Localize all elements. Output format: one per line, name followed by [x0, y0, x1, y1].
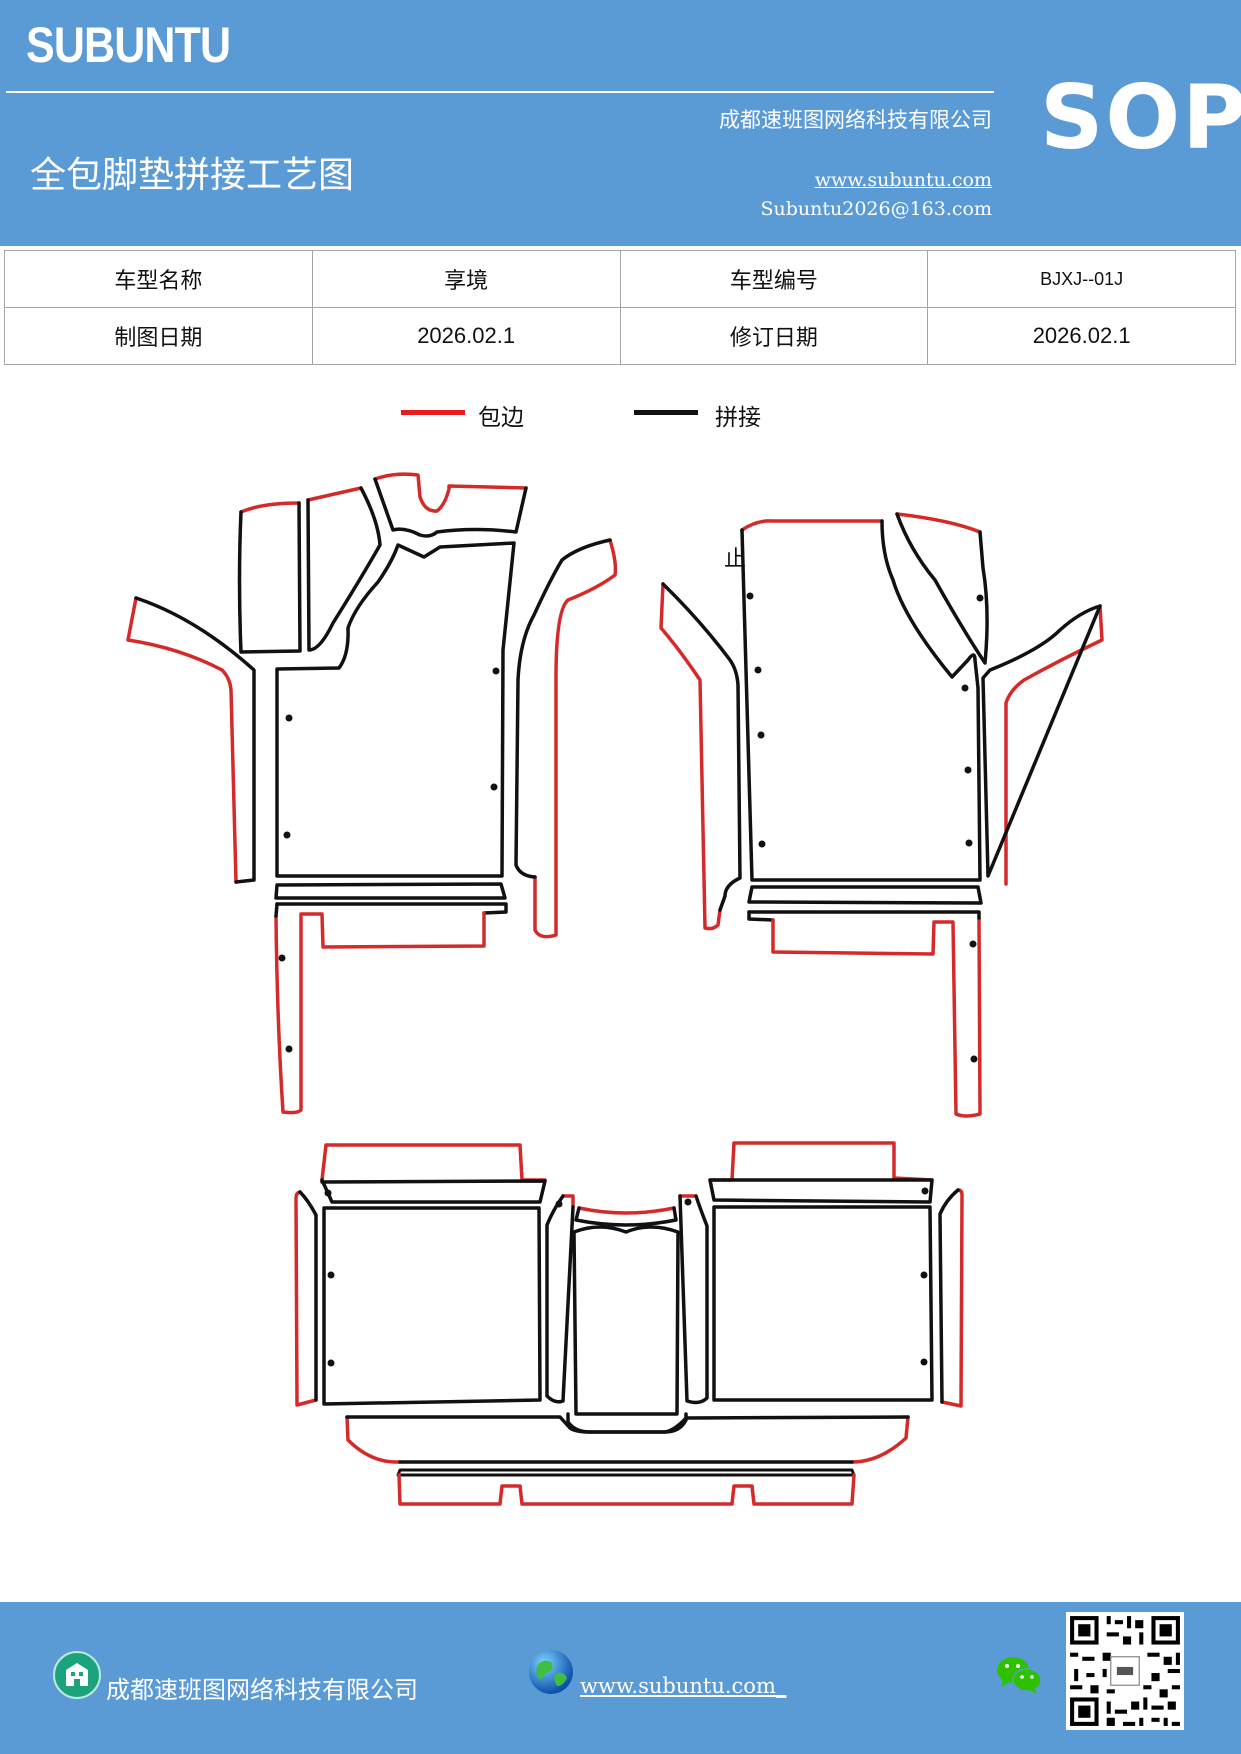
stop-marker: 止	[724, 547, 746, 572]
edge-legend-swatch	[401, 410, 465, 415]
header-banner: SUBUNTU SOP 全包脚垫拼接工艺图 成都速班图网络科技有限公司 www.…	[0, 0, 1241, 246]
page-title: 全包脚垫拼接工艺图	[30, 155, 355, 196]
revise-date-value: 2026.02.1	[927, 307, 1236, 365]
revise-date-label: 修订日期	[619, 307, 929, 365]
building-icon	[53, 1651, 101, 1699]
floor-mat-diagram: 止	[126, 472, 1104, 1506]
splice-legend-swatch	[634, 410, 698, 415]
table-row: 车型名称 享境 车型编号 BJXJ--01J	[4, 250, 1236, 308]
model-code-label: 车型编号	[619, 250, 929, 308]
front-left-mat	[126, 472, 618, 1115]
model-code-value: BJXJ--01J	[927, 250, 1236, 308]
rear-mat	[294, 1141, 964, 1506]
qr-code	[1066, 1612, 1184, 1730]
info-table: 车型名称 享境 车型编号 BJXJ--01J 制图日期 2026.02.1 修订…	[4, 250, 1236, 365]
header-divider	[6, 91, 994, 93]
globe-icon	[529, 1650, 573, 1694]
table-row: 制图日期 2026.02.1 修订日期 2026.02.1	[4, 307, 1236, 365]
footer-banner: 成都速班图网络科技有限公司 www.subuntu.com_	[0, 1602, 1241, 1754]
front-right-mat	[659, 512, 1104, 1118]
company-name: 成都速班图网络科技有限公司	[719, 108, 992, 132]
doc-type-label: SOP	[1040, 66, 1241, 169]
model-name-label: 车型名称	[4, 250, 313, 308]
website-link[interactable]: www.subuntu.com	[814, 169, 992, 191]
model-name-value: 享境	[311, 250, 621, 308]
splice-legend-label: 拼接	[715, 405, 761, 431]
draw-date-label: 制图日期	[4, 307, 313, 365]
wechat-icon	[997, 1657, 1042, 1694]
marker-dots	[278, 592, 984, 1367]
footer-website-link[interactable]: www.subuntu.com_	[580, 1674, 787, 1698]
draw-date-value: 2026.02.1	[311, 307, 621, 365]
footer-company: 成都速班图网络科技有限公司	[106, 1676, 418, 1704]
edge-legend-label: 包边	[478, 405, 524, 431]
logo-text: SUBUNTU	[26, 17, 231, 73]
email-address: Subuntu2026@163.com	[760, 198, 992, 220]
legend: 包边 拼接	[0, 396, 1241, 436]
